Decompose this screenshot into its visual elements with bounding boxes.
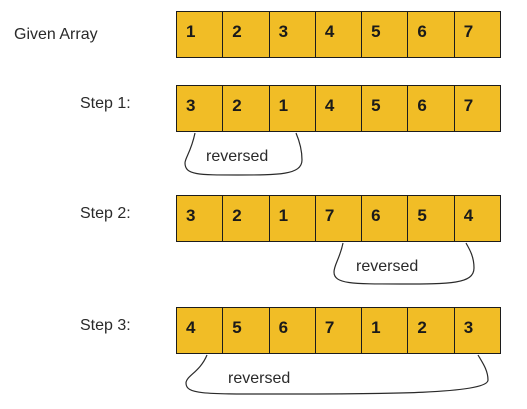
step-3-reversed-label: reversed bbox=[228, 370, 291, 387]
array-cell: 3 bbox=[269, 12, 316, 57]
array-cell: 6 bbox=[408, 86, 455, 131]
array-cell: 5 bbox=[408, 196, 455, 241]
array-cell: 6 bbox=[408, 12, 455, 57]
step-2-array: 3 2 1 7 6 5 4 bbox=[176, 195, 501, 242]
step-1-array: 3 2 1 4 5 6 7 bbox=[176, 85, 501, 132]
array-cell: 3 bbox=[177, 196, 224, 241]
array-cell: 5 bbox=[223, 308, 270, 353]
array-cell: 7 bbox=[454, 86, 500, 131]
array-cell: 2 bbox=[408, 308, 455, 353]
array-cell: 5 bbox=[362, 86, 409, 131]
array-cell: 2 bbox=[223, 196, 270, 241]
array-cell: 4 bbox=[454, 196, 500, 241]
step-3-array: 4 5 6 7 1 2 3 bbox=[176, 307, 501, 354]
array-cell: 1 bbox=[269, 86, 316, 131]
array-cell: 4 bbox=[315, 86, 363, 131]
array-cell: 7 bbox=[315, 308, 363, 353]
given-array: 1 2 3 4 5 6 7 bbox=[176, 11, 501, 58]
array-cell: 7 bbox=[454, 12, 500, 57]
step-2-reversed-label: reversed bbox=[356, 258, 419, 275]
array-cell: 6 bbox=[362, 196, 409, 241]
step-1-label: Step 1: bbox=[80, 95, 131, 112]
array-cell: 4 bbox=[315, 12, 363, 57]
array-cell: 1 bbox=[269, 196, 316, 241]
array-cell: 4 bbox=[177, 308, 224, 353]
array-cell: 1 bbox=[362, 308, 409, 353]
step-2-label: Step 2: bbox=[80, 205, 131, 222]
array-cell: 1 bbox=[177, 12, 224, 57]
array-cell: 2 bbox=[223, 12, 270, 57]
step-3-label: Step 3: bbox=[80, 317, 131, 334]
given-array-label: Given Array bbox=[14, 26, 98, 43]
array-cell: 2 bbox=[223, 86, 270, 131]
array-cell: 7 bbox=[315, 196, 363, 241]
array-cell: 3 bbox=[454, 308, 500, 353]
array-cell: 3 bbox=[177, 86, 224, 131]
array-cell: 5 bbox=[362, 12, 409, 57]
step-1-reversed-label: reversed bbox=[206, 148, 269, 165]
array-cell: 6 bbox=[269, 308, 316, 353]
